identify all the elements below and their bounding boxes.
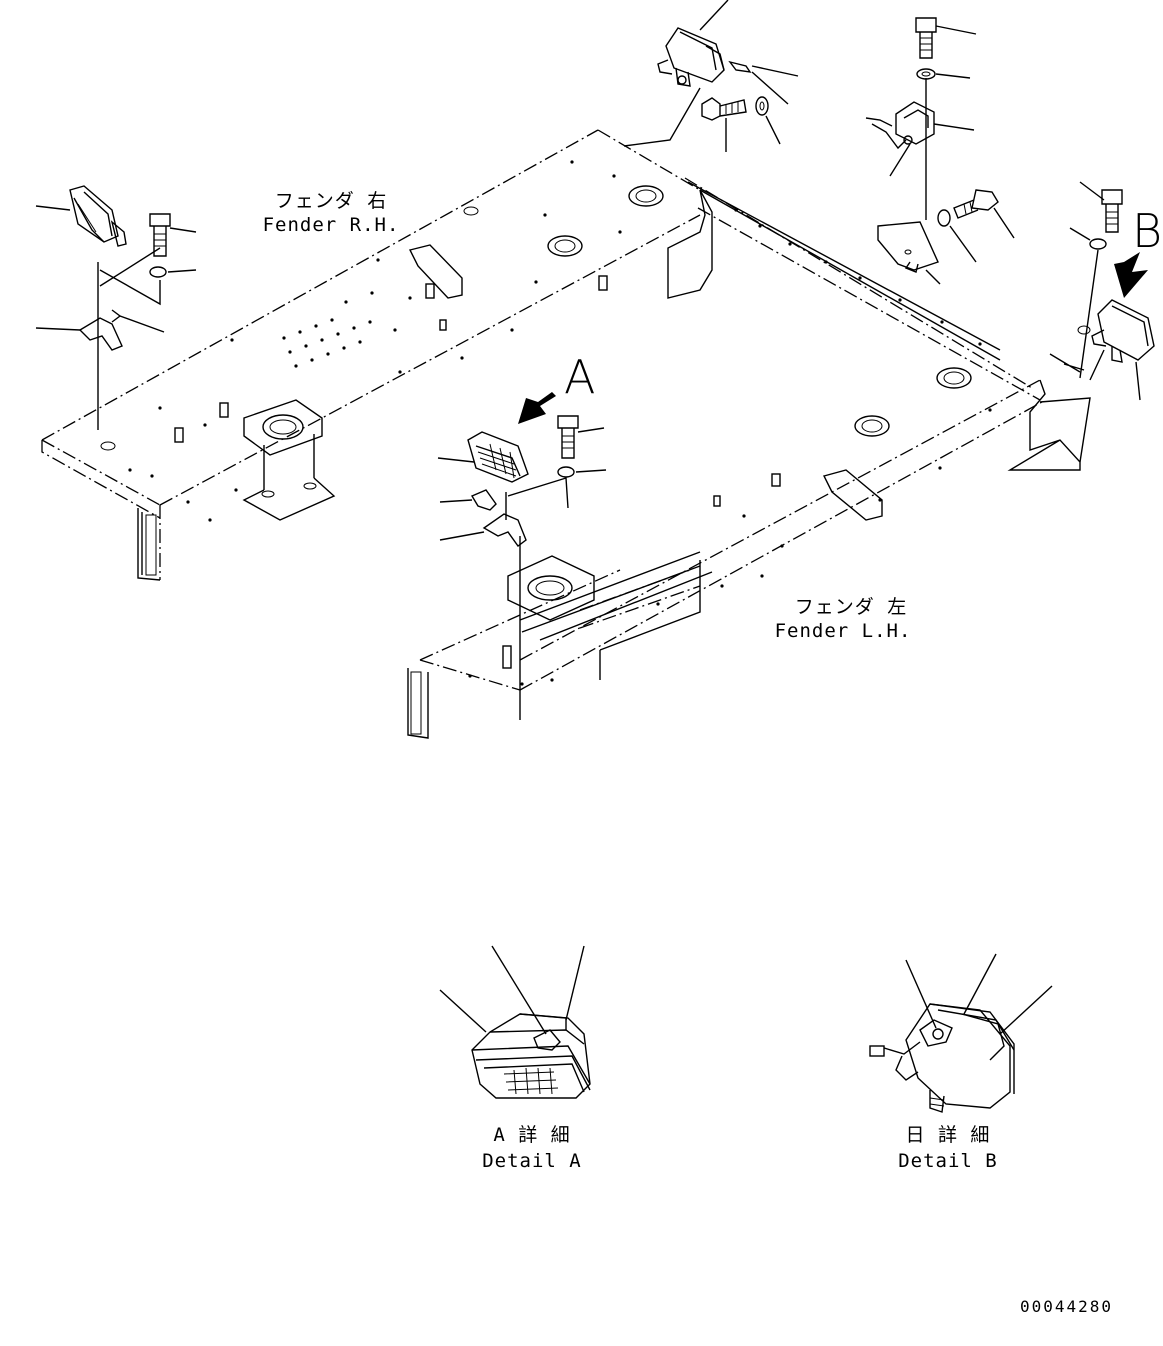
work-lamp-top — [623, 0, 799, 152]
fender-lh-label-en: Fender L.H. — [774, 620, 912, 642]
work-lamp-rh — [35, 185, 197, 430]
work-lamp-a — [437, 392, 607, 690]
fender-rh-label-en: Fender R.H. — [262, 214, 400, 236]
cross-frame — [684, 177, 1041, 401]
detail-b-label-jp: 日 詳 細 — [905, 1124, 991, 1146]
detail-b-lamp — [869, 953, 1053, 1113]
work-lamp-b — [1049, 181, 1155, 401]
detail-b-label-en: Detail B — [898, 1150, 998, 1172]
view-b-marker: B — [1132, 204, 1163, 258]
bracket-assembly-upper-right — [865, 17, 1015, 285]
drawing-number: 00044280 — [1020, 1297, 1114, 1316]
fender-lh-outline — [407, 367, 1091, 739]
detail-a-lamp — [439, 945, 591, 1099]
detail-a-label-en: Detail A — [482, 1150, 582, 1172]
fender-rh-outline — [41, 129, 713, 581]
view-a-marker: A — [564, 350, 596, 404]
detail-a-label-jp: A 詳 細 — [493, 1124, 571, 1146]
fender-lh-label-jp: フェンダ 左 — [794, 596, 908, 618]
fender-rh-label-jp: フェンダ 右 — [274, 190, 388, 212]
